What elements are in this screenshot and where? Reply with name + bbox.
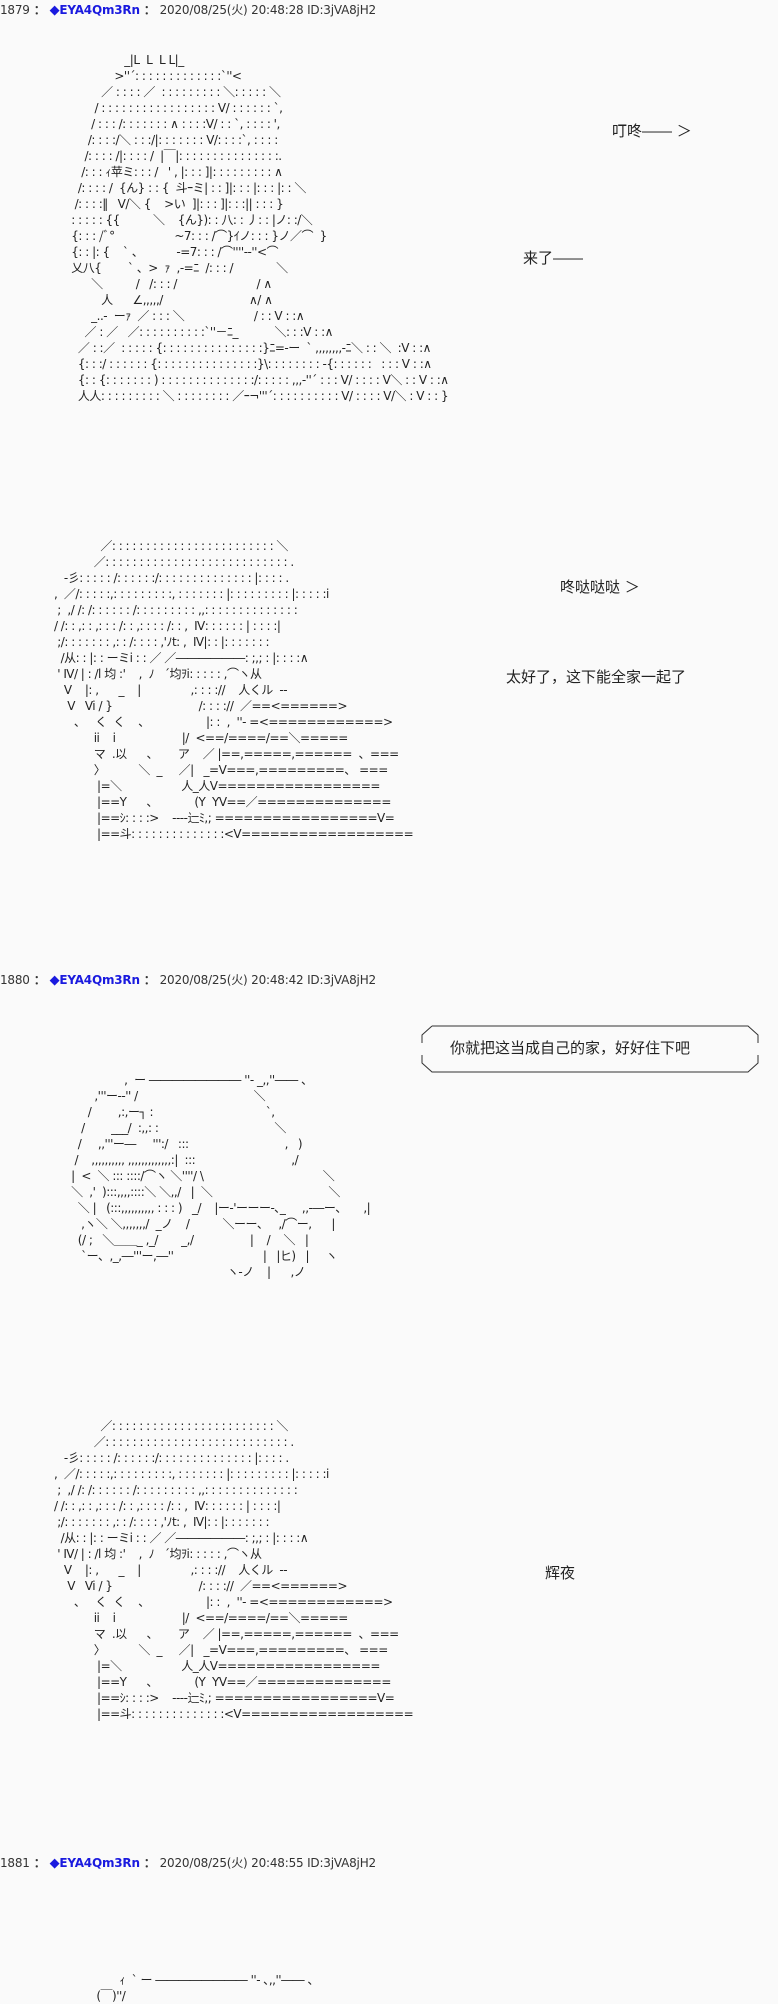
separator: ： bbox=[143, 1856, 156, 1870]
post-id[interactable]: ID:3jVA8jH2 bbox=[307, 973, 376, 987]
post-id[interactable]: ID:3jVA8jH2 bbox=[307, 3, 376, 17]
post-id[interactable]: ID:3jVA8jH2 bbox=[307, 1856, 376, 1870]
post-datetime: 2020/08/25(火) 20:48:42 bbox=[159, 973, 304, 987]
post-number[interactable]: 1881 bbox=[0, 1856, 30, 1870]
dialog-line: 叮咚―― ＞ bbox=[612, 122, 692, 140]
post-datetime: 2020/08/25(火) 20:48:55 bbox=[159, 1856, 304, 1870]
ascii-art-panel-running: ／: : : : : : : : : : : : : : : : : : : :… bbox=[44, 539, 414, 841]
post-header: 1879：◆EYA4Qm3Rn：2020/08/25(火) 20:48:28 I… bbox=[0, 2, 376, 19]
dialog-line: 辉夜 bbox=[545, 1564, 576, 1582]
ascii-art-panel-kaguya: ／: : : : : : : : : : : : : : : : : : : :… bbox=[44, 1419, 414, 1721]
separator: ： bbox=[33, 1856, 46, 1870]
speech-bubble-text: 你就把这当成自己的家，好好住下吧 bbox=[450, 1039, 691, 1057]
separator: ： bbox=[143, 973, 156, 987]
post-header: 1880：◆EYA4Qm3Rn：2020/08/25(火) 20:48:42 I… bbox=[0, 972, 376, 989]
separator: ： bbox=[33, 3, 46, 17]
dialog-line: 咚哒哒哒 ＞ bbox=[560, 578, 640, 596]
speech-bubble bbox=[421, 1025, 759, 1073]
post-header: 1881：◆EYA4Qm3Rn：2020/08/25(火) 20:48:55 I… bbox=[0, 1855, 376, 1872]
ascii-art-panel-partial: ｨ ` ー ―――――――― ''- ､,,''―― 、 (￣)''/ bbox=[40, 1973, 319, 2003]
post-number[interactable]: 1880 bbox=[0, 973, 30, 987]
dialog-line: 太好了，这下能全家一起了 bbox=[506, 668, 687, 686]
separator: ： bbox=[143, 3, 156, 17]
author-name[interactable]: EYA4Qm3Rn bbox=[59, 3, 140, 17]
author-name[interactable]: EYA4Qm3Rn bbox=[59, 1856, 140, 1870]
ascii-art-panel-lying: , ー ―――――――― ''- _,,''―― 、 ,'''ー--'' / ＼… bbox=[38, 1073, 371, 1279]
dialog-line: 来了―― bbox=[523, 249, 584, 267]
separator: ： bbox=[33, 973, 46, 987]
ascii-art-panel-doorbell: _|L L L L|_ >''´: : : : : : : : : : : : … bbox=[58, 53, 449, 403]
trip-diamond-icon: ◆ bbox=[49, 1856, 60, 1871]
trip-diamond-icon: ◆ bbox=[49, 3, 60, 18]
author-name[interactable]: EYA4Qm3Rn bbox=[59, 973, 140, 987]
post-number[interactable]: 1879 bbox=[0, 3, 30, 17]
post-datetime: 2020/08/25(火) 20:48:28 bbox=[159, 3, 304, 17]
trip-diamond-icon: ◆ bbox=[49, 973, 60, 988]
